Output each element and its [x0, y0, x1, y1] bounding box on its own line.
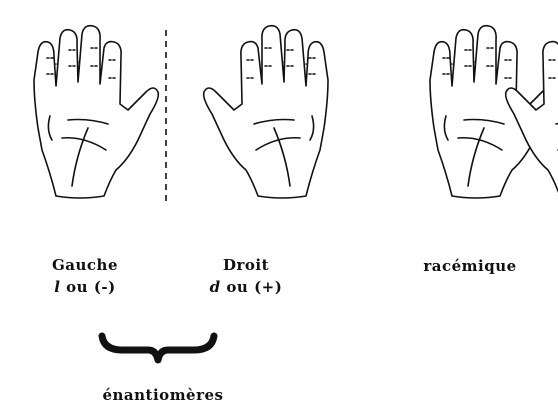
left-rotation: (-)	[94, 278, 116, 296]
racemic-hands	[430, 26, 558, 198]
right-conj: ou	[226, 278, 248, 296]
left-sign: l	[54, 278, 60, 296]
enantiomers-label: énantiomères	[88, 384, 238, 406]
enantiomer-brace	[102, 336, 214, 360]
right-hand-label: Droit d ou (+)	[196, 254, 296, 298]
racemic-label: racémique	[410, 255, 530, 277]
right-hand	[204, 26, 328, 198]
right-rotation: (+)	[254, 278, 282, 296]
left-hand	[34, 26, 158, 198]
left-conj: ou	[66, 278, 88, 296]
left-sign-line: l ou (-)	[40, 276, 130, 298]
left-name: Gauche	[40, 254, 130, 276]
right-name: Droit	[196, 254, 296, 276]
right-sign: d	[210, 278, 221, 296]
right-sign-line: d ou (+)	[196, 276, 296, 298]
left-hand-label: Gauche l ou (-)	[40, 254, 130, 298]
